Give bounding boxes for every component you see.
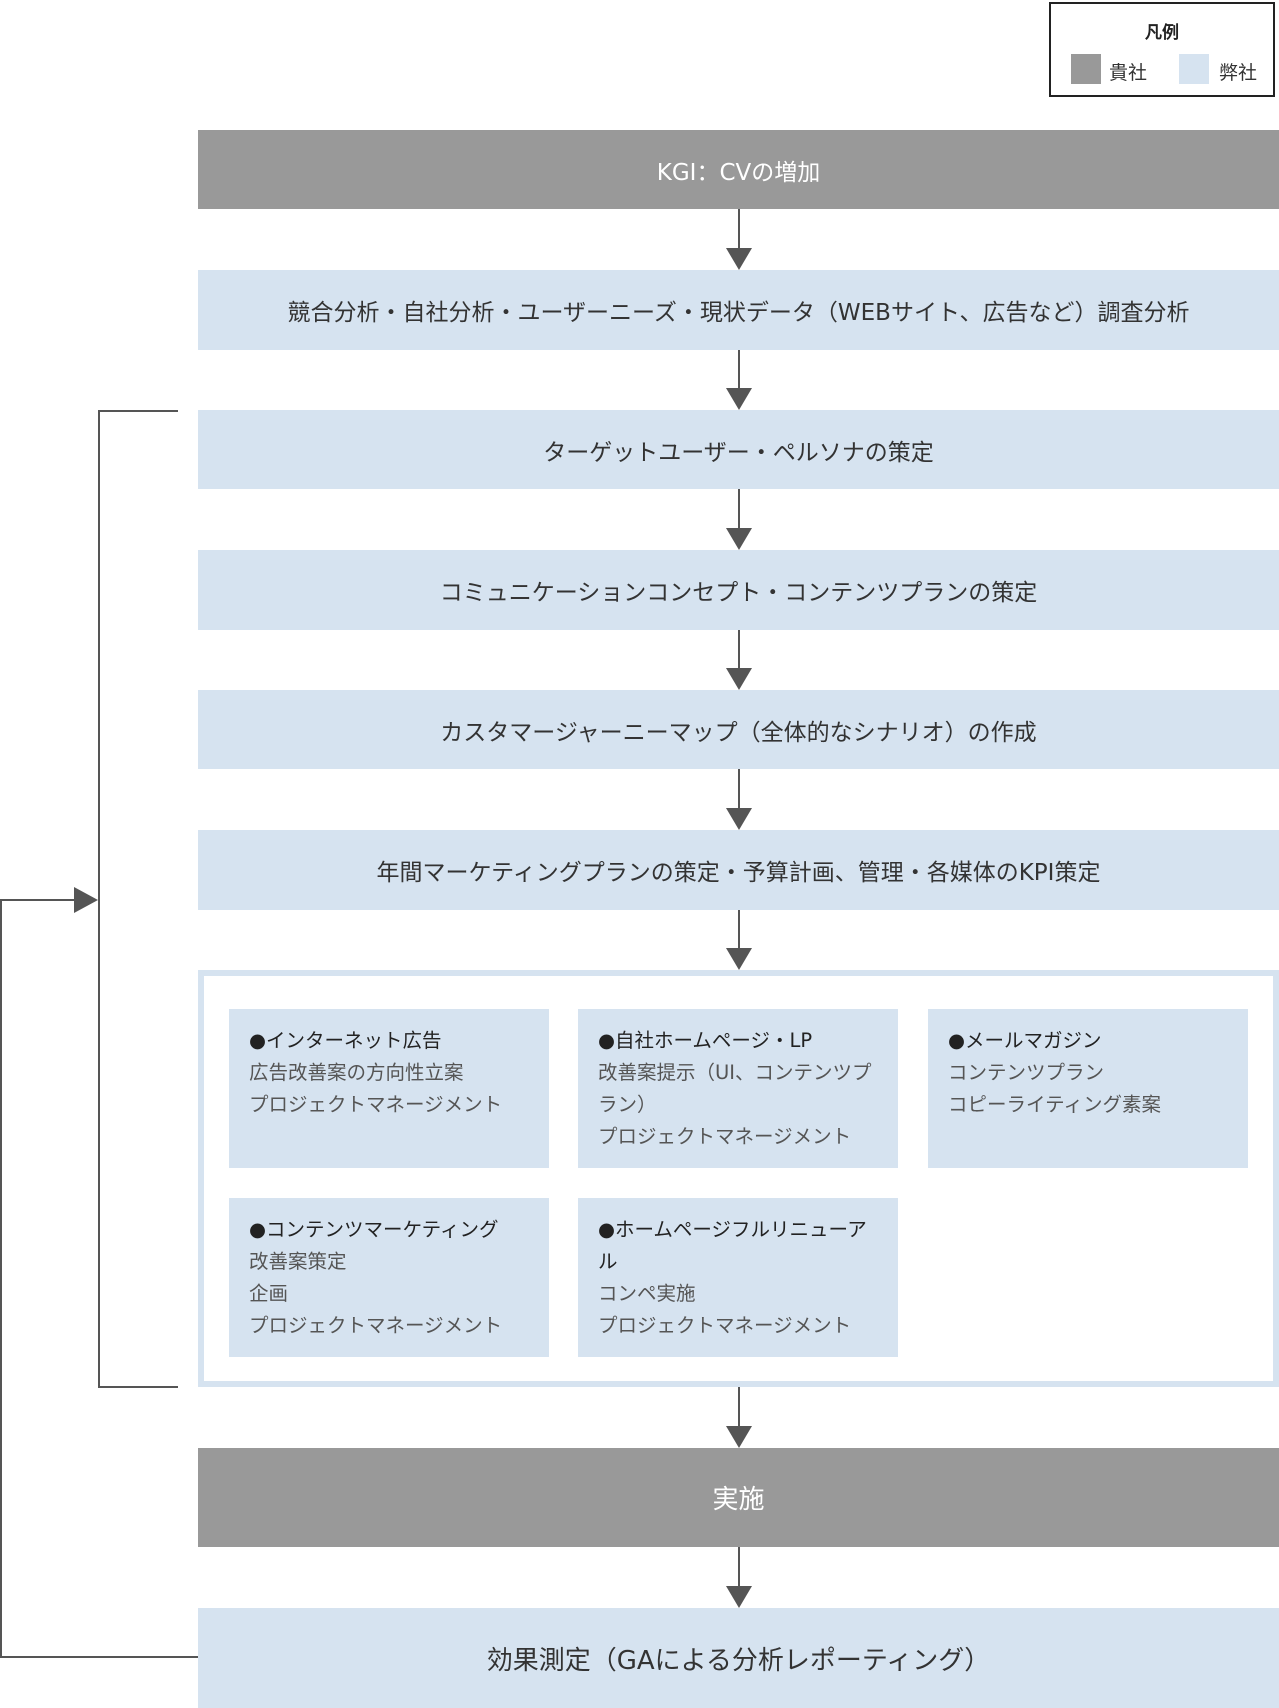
card-title: ●ホームページフルリニューアル (598, 1218, 867, 1273)
card-homepage-lp: ●自社ホームページ・LP 改善案提示（UI、コンテンツプラン） プロジェクトマネ… (578, 1009, 898, 1168)
legend: 凡例 貴社 弊社 (1049, 2, 1275, 97)
step-journey-map: カスタマージャーニーマップ（全体的なシナリオ）の作成 (198, 690, 1279, 769)
card-title: ●コンテンツマーケティング (249, 1218, 499, 1241)
card-line: コンペ実施 (598, 1282, 696, 1305)
feedback-line-vertical (0, 899, 2, 1658)
connector-line (738, 1547, 740, 1589)
card-line: プロジェクトマネージメント (598, 1125, 852, 1148)
arrow-down-icon (726, 388, 752, 410)
step-kgi: KGI：CVの増加 (198, 130, 1279, 209)
card-line: プロジェクトマネージメント (249, 1093, 503, 1116)
loop-bracket-top (98, 410, 178, 412)
connector-line (738, 910, 740, 950)
connector-line (738, 350, 740, 390)
step-measure: 効果測定（GAによる分析レポーティング） (198, 1608, 1279, 1708)
card-line: 広告改善案の方向性立案 (249, 1061, 464, 1084)
arrow-down-icon (726, 528, 752, 550)
card-internet-ads: ●インターネット広告 広告改善案の方向性立案 プロジェクトマネージメント (229, 1009, 549, 1168)
card-content-marketing: ●コンテンツマーケティング 改善案策定 企画 プロジェクトマネージメント (229, 1198, 549, 1357)
connector-line (738, 1387, 740, 1429)
card-line: 改善案策定 (249, 1250, 347, 1273)
arrow-down-icon (726, 1586, 752, 1608)
arrow-down-icon (726, 248, 752, 270)
card-mail-magazine: ●メールマガジン コンテンツプラン コピーライティング素案 (928, 1009, 1248, 1168)
step-execute: 実施 (198, 1448, 1279, 1547)
card-line: 改善案提示（UI、コンテンツプラン） (598, 1061, 872, 1116)
feedback-line-top (0, 899, 80, 901)
connector-line (738, 209, 740, 251)
legend-label-client: 貴社 (1109, 62, 1148, 84)
legend-swatch-agency (1179, 54, 1209, 84)
card-title: ●メールマガジン (948, 1029, 1102, 1052)
card-title: ●インターネット広告 (249, 1029, 442, 1052)
arrow-right-icon (74, 887, 98, 913)
arrow-down-icon (726, 948, 752, 970)
loop-bracket-vertical (98, 410, 100, 1388)
card-full-renewal: ●ホームページフルリニューアル コンペ実施 プロジェクトマネージメント (578, 1198, 898, 1357)
card-line: コンテンツプラン (948, 1061, 1105, 1084)
connector-line (738, 489, 740, 531)
legend-swatch-client (1071, 54, 1101, 84)
card-line: プロジェクトマネージメント (249, 1314, 503, 1337)
arrow-down-icon (726, 808, 752, 830)
card-line: 企画 (249, 1282, 289, 1305)
arrow-down-icon (726, 668, 752, 690)
connector-line (738, 769, 740, 811)
step-annual-plan: 年間マーケティングプランの策定・予算計画、管理・各媒体のKPI策定 (198, 830, 1279, 910)
legend-title: 凡例 (1145, 23, 1179, 43)
card-title: ●自社ホームページ・LP (598, 1029, 813, 1052)
connector-line (738, 630, 740, 670)
card-line: コピーライティング素案 (948, 1093, 1161, 1116)
step-persona: ターゲットユーザー・ペルソナの策定 (198, 410, 1279, 489)
step-concept: コミュニケーションコンセプト・コンテンツプランの策定 (198, 550, 1279, 630)
loop-bracket-bottom (98, 1386, 178, 1388)
feedback-line-bottom (0, 1656, 198, 1658)
step-research: 競合分析・自社分析・ユーザーニーズ・現状データ（WEBサイト、広告など）調査分析 (198, 270, 1279, 350)
card-line: プロジェクトマネージメント (598, 1314, 852, 1337)
legend-label-agency: 弊社 (1219, 62, 1258, 84)
arrow-down-icon (726, 1426, 752, 1448)
